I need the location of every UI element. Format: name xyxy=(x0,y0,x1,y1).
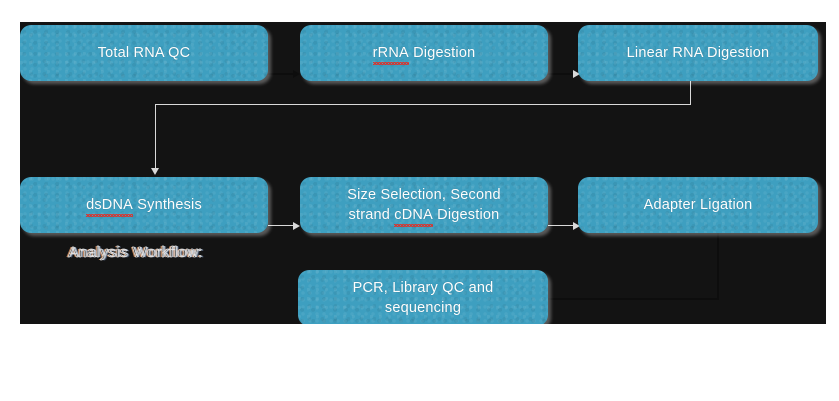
node-label-line2-pre: strand xyxy=(348,207,395,223)
spellcheck-word: rRNA xyxy=(372,45,410,65)
edge-linear-rna-across xyxy=(155,104,691,105)
spellcheck-word: dsDNA xyxy=(86,197,134,217)
node-label-line1: Size Selection, Second xyxy=(347,187,501,203)
node-dsdna-synthesis[interactable]: dsDNA Synthesis xyxy=(20,177,268,233)
node-linear-rna-digestion[interactable]: Linear RNA Digestion xyxy=(578,25,818,81)
node-pcr-library-qc[interactable]: PCR, Library QC and sequencing xyxy=(298,270,548,324)
edge-dsdna-to-size-selection xyxy=(268,225,298,226)
node-label: Adapter Ligation xyxy=(643,197,753,213)
node-label-line2-post: Digestion xyxy=(432,207,500,223)
edge-arrowhead-linear-rna xyxy=(573,70,580,78)
spellcheck-word: cDNA xyxy=(394,207,433,227)
edge-arrowhead-rrna xyxy=(293,70,300,78)
node-label: PCR, Library QC and sequencing xyxy=(353,278,494,318)
edge-adapter-down xyxy=(717,230,719,298)
node-label: Size Selection, Second strand cDNA Digest… xyxy=(347,185,501,227)
node-adapter-ligation[interactable]: Adapter Ligation xyxy=(578,177,818,233)
edge-linear-rna-down xyxy=(690,78,691,105)
edge-arrowhead-size-selection xyxy=(293,222,300,230)
edge-total-rna-qc-to-rrna xyxy=(268,73,298,75)
edge-linear-rna-to-dsdna-down xyxy=(155,104,156,173)
node-label: dsDNA Synthesis xyxy=(86,195,202,217)
node-label-rest: Digestion xyxy=(408,45,476,61)
node-label-line2: sequencing xyxy=(384,300,462,316)
analysis-workflow-caption: Analysis Workflow: xyxy=(68,244,203,262)
node-label-rest: Synthesis xyxy=(133,197,202,213)
node-total-rna-qc[interactable]: Total RNA QC xyxy=(20,25,268,81)
node-rrna-digestion[interactable]: rRNA Digestion xyxy=(300,25,548,81)
node-label: rRNA Digestion xyxy=(372,43,476,65)
edge-rrna-to-linear-rna xyxy=(548,73,578,75)
edge-arrowhead-dsdna xyxy=(151,168,159,175)
node-size-selection[interactable]: Size Selection, Second strand cDNA Digest… xyxy=(300,177,548,233)
node-label: Linear RNA Digestion xyxy=(626,45,770,61)
edge-size-selection-to-adapter xyxy=(548,225,578,226)
edge-arrowhead-adapter xyxy=(573,222,580,230)
node-label-line1: PCR, Library QC and xyxy=(352,280,494,296)
diagram-canvas: Total RNA QC rRNA Digestion Linear RNA D… xyxy=(20,22,826,324)
node-label: Total RNA QC xyxy=(97,45,191,61)
